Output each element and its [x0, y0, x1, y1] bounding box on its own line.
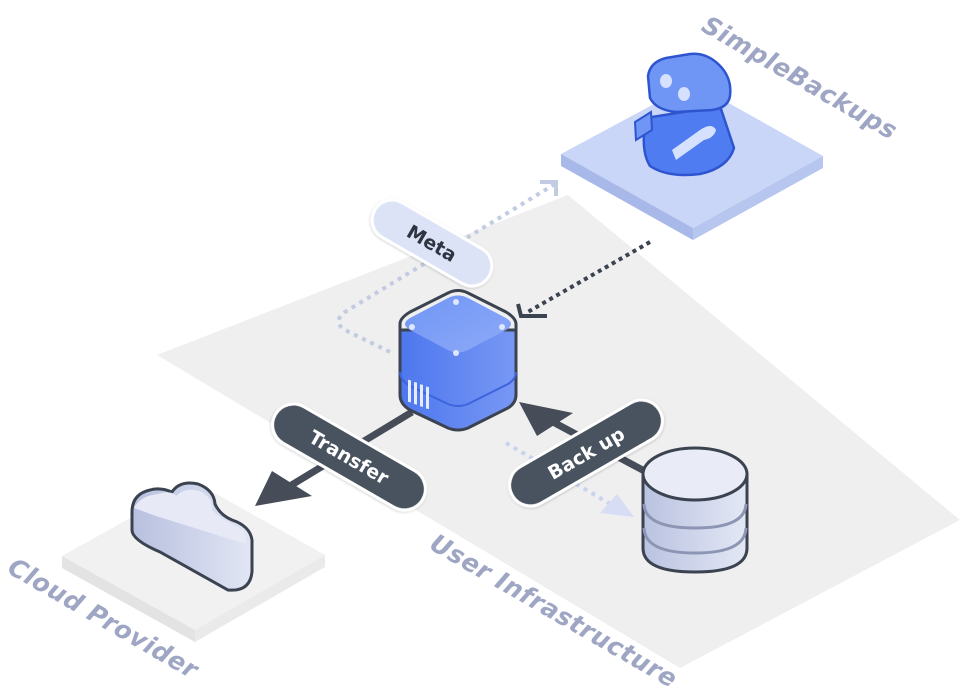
database-icon	[641, 446, 749, 574]
cloud-storage-icon	[130, 481, 254, 592]
meta-arrowhead-icon	[540, 180, 558, 196]
trigger-arrowhead-icon	[516, 303, 547, 318]
user-infrastructure-zone	[157, 195, 960, 668]
restore-arrowhead-icon	[600, 494, 634, 517]
transfer-arrowhead-icon	[255, 471, 312, 506]
backup-server-cube-icon	[398, 289, 518, 432]
meta-flow-line	[336, 182, 557, 354]
simplebackups-robot-icon	[633, 52, 736, 177]
backup-arrowhead-icon	[519, 402, 573, 436]
restore-flow-line	[504, 441, 614, 507]
